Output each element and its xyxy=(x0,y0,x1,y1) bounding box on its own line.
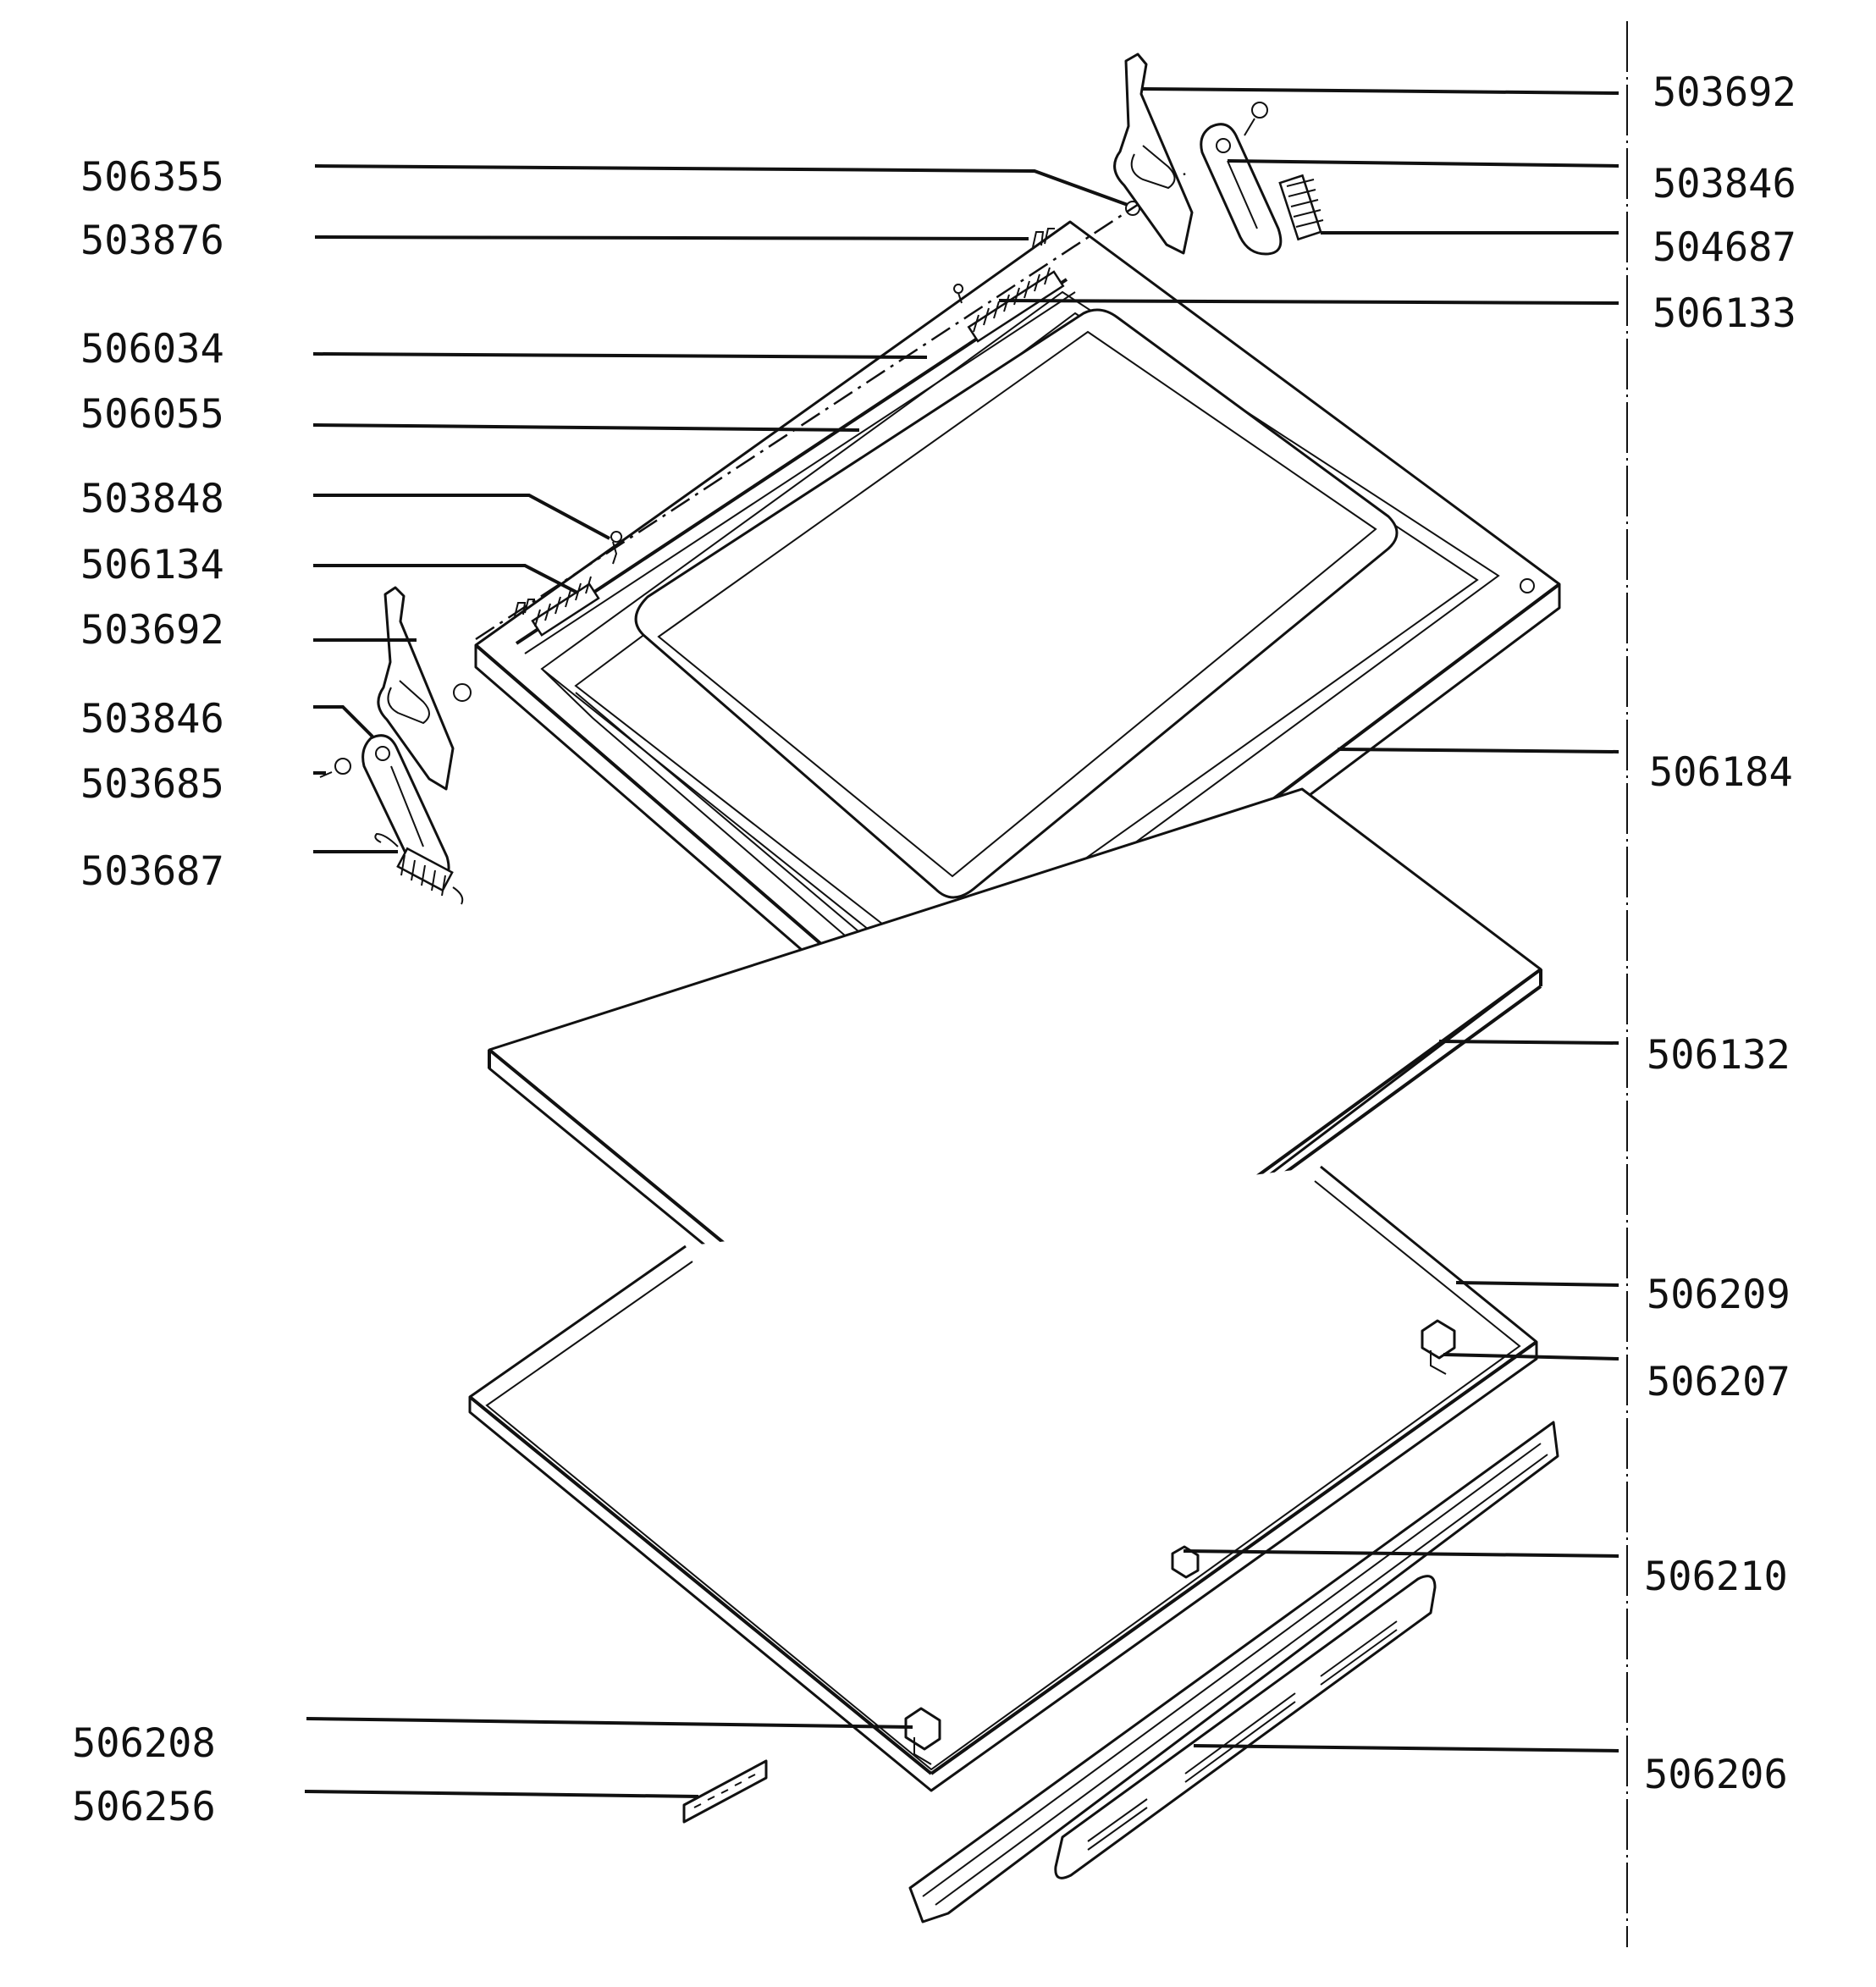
hinge-rod-506034 xyxy=(515,278,1076,654)
label-506055: 506055 xyxy=(80,391,224,438)
label-506208: 506208 xyxy=(72,1720,216,1767)
hinge-bracket-503692-right xyxy=(1113,52,1194,255)
label-506132: 506132 xyxy=(1647,1032,1790,1079)
pin-506034 xyxy=(953,284,964,304)
clip-503876 xyxy=(1032,228,1055,248)
leader-lines-right xyxy=(998,87,1619,1752)
label-503685: 503685 xyxy=(80,761,224,808)
hinge-plate-503846-right xyxy=(1200,123,1283,256)
label-506355: 506355 xyxy=(80,154,224,201)
spring-504687 xyxy=(1278,174,1324,241)
label-506034: 506034 xyxy=(80,326,224,373)
label-503848: 503848 xyxy=(80,476,224,522)
hinge-axis-line xyxy=(475,172,1186,641)
label-503846-left: 503846 xyxy=(80,696,224,742)
label-503846-right: 503846 xyxy=(1653,161,1796,207)
inner-door-506209 xyxy=(468,1165,1538,1792)
screw-right xyxy=(1244,102,1268,136)
leader-lines-left xyxy=(304,164,1128,1798)
label-506184: 506184 xyxy=(1649,749,1793,796)
door-trim-506206 xyxy=(908,1421,1559,1924)
label-506207: 506207 xyxy=(1647,1359,1790,1405)
label-506210: 506210 xyxy=(1644,1554,1788,1600)
label-506206: 506206 xyxy=(1644,1752,1788,1798)
hinge-bracket-503692-left xyxy=(377,586,455,791)
rating-plate-506256 xyxy=(682,1759,768,1824)
part-labels-right: 503692 503846 504687 506133 506184 50613… xyxy=(1644,69,1796,1798)
label-503692-right: 503692 xyxy=(1653,69,1796,116)
label-504687: 504687 xyxy=(1653,224,1796,271)
clip-506207 xyxy=(1421,1319,1456,1375)
spring-506134 xyxy=(531,576,600,637)
label-506134: 506134 xyxy=(80,542,224,588)
clip-ring-left xyxy=(453,683,472,702)
part-labels-left: 506355 503876 506034 506055 503848 50613… xyxy=(72,154,224,1830)
label-503876: 503876 xyxy=(80,218,224,264)
pin-503848 xyxy=(610,531,623,565)
label-503687: 503687 xyxy=(80,848,224,895)
door-frame-506184 xyxy=(474,220,1561,1073)
clip-506210 xyxy=(1171,1545,1200,1579)
label-503692-left: 503692 xyxy=(80,607,224,654)
label-506133: 506133 xyxy=(1653,290,1796,337)
label-506209: 506209 xyxy=(1647,1272,1790,1318)
spring-503687 xyxy=(374,832,464,905)
clip-left xyxy=(514,599,535,617)
clip-506208 xyxy=(904,1707,941,1765)
label-506256: 506256 xyxy=(72,1784,216,1830)
